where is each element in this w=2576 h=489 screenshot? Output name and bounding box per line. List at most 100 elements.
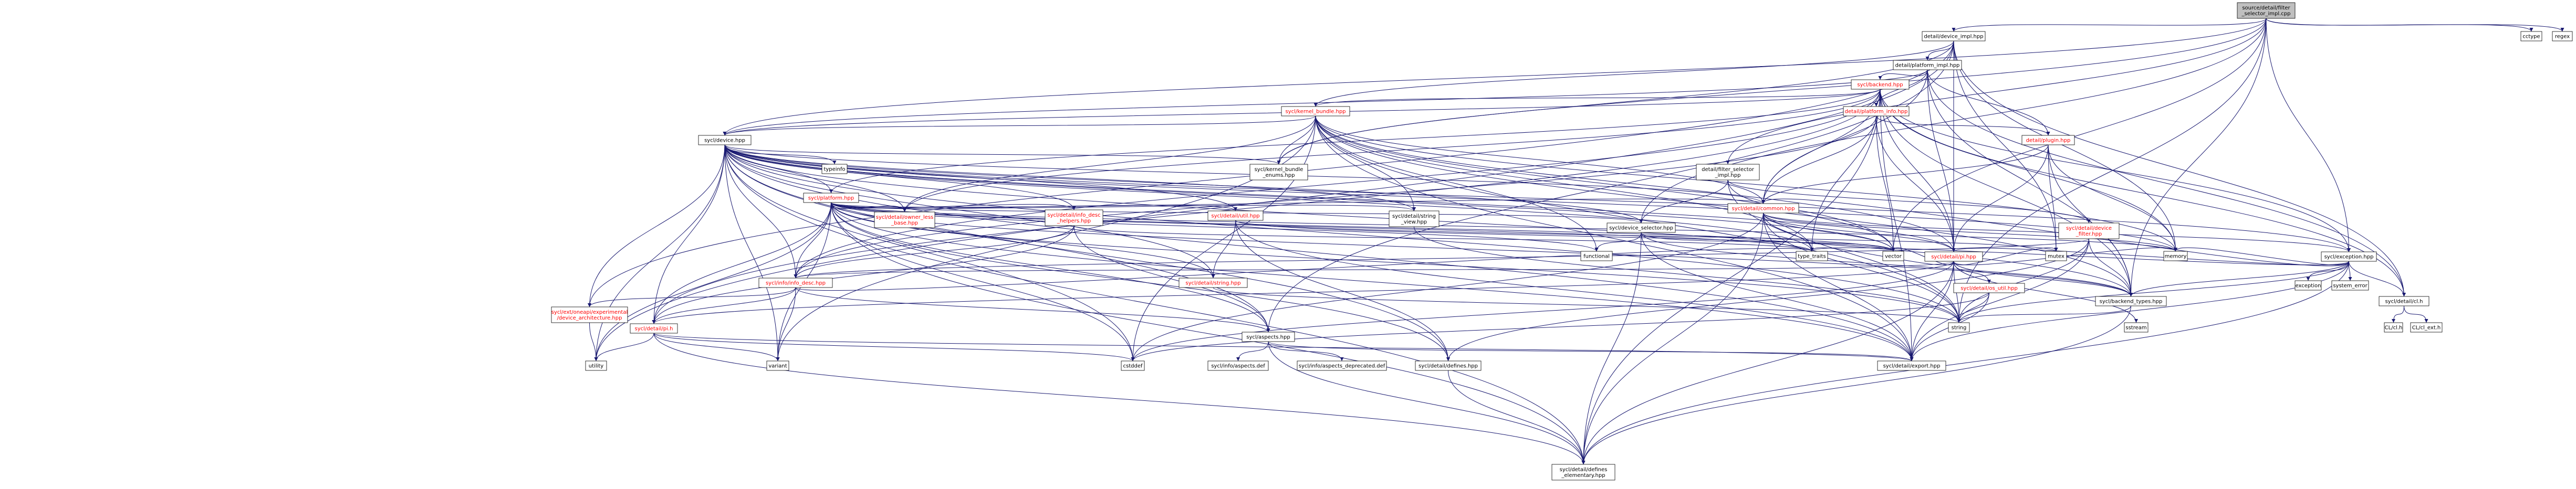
node-kernel_bundle_enums[interactable]: sycl/kernel_bundle_enums.hpp — [1249, 164, 1308, 180]
node-pi_h[interactable]: sycl/detail/pi.h — [630, 323, 678, 334]
node-box — [2520, 31, 2542, 41]
node-box — [874, 211, 935, 228]
edge-root-to-backend_types — [2129, 18, 2267, 297]
edges-layer — [588, 18, 2564, 465]
node-backend[interactable]: sycl/backend.hpp — [1851, 79, 1910, 90]
node-device[interactable]: sycl/device.hpp — [698, 135, 752, 145]
node-label: sycl/ext/oneapi/experimental — [551, 310, 628, 315]
node-exception[interactable]: sycl/exception.hpp — [2321, 251, 2377, 262]
node-info_desc_helpers[interactable]: sycl/detail/info_desc_helpers.hpp — [1045, 209, 1103, 226]
node-vector[interactable]: vector — [1882, 251, 1904, 261]
node-aspects[interactable]: sycl/aspects.hpp — [1242, 332, 1295, 342]
node-label: detail/filter_selector — [1702, 167, 1755, 173]
node-platform_impl[interactable]: detail/platform_impl.hpp — [1893, 60, 1962, 70]
node-box — [1551, 464, 1615, 481]
node-label: sycl/detail/device — [2066, 226, 2112, 231]
edge-backend_types-to-string — [1957, 305, 2131, 323]
edge-device-to-info_desc_helpers — [724, 144, 1076, 210]
node-backend_types[interactable]: sycl/backend_types.hpp — [2095, 296, 2167, 306]
edge-backend-to-type_traits — [1810, 89, 1881, 252]
edge-backend-to-pi_hpp — [1880, 89, 1956, 252]
node-typeinfo[interactable]: typeinfo — [821, 164, 848, 174]
edge-kernel_bundle-to-memory — [1315, 115, 2177, 252]
node-box — [1953, 283, 2025, 293]
node-string[interactable]: string — [1948, 322, 1970, 333]
node-common[interactable]: sycl/detail/common.hpp — [1727, 203, 1799, 214]
node-cl_cl_h[interactable]: CL/cl.h — [2384, 322, 2403, 333]
node-owneapi_device_arch[interactable]: sycl/ext/oneapi/experimental/device_arch… — [551, 306, 628, 323]
edge-device-to-vector — [724, 144, 1895, 252]
node-root[interactable]: source/detail/filter_selector_impl.cpp — [2237, 2, 2296, 19]
node-kernel_bundle[interactable]: sycl/kernel_bundle.hpp — [1281, 106, 1350, 116]
node-device_selector[interactable]: sycl/device_selector.hpp — [1607, 222, 1676, 233]
edge-platform-to-detail_string — [831, 202, 1215, 279]
node-variant[interactable]: variant — [766, 360, 789, 371]
node-pi_hpp[interactable]: sycl/detail/pi.hpp — [1924, 251, 1983, 262]
node-device_impl[interactable]: detail/device_impl.hpp — [1922, 31, 1986, 41]
edge-device-to-defines — [724, 144, 1450, 362]
node-label: _filter.hpp — [2076, 231, 2102, 237]
node-functional[interactable]: functional — [1580, 251, 1613, 261]
node-memory[interactable]: memory — [2163, 251, 2188, 261]
edge-platform_info-to-pi_hpp — [1876, 115, 1956, 252]
node-export[interactable]: sycl/detail/export.hpp — [1877, 360, 1946, 371]
edge-device-to-common — [724, 144, 1765, 204]
node-cl_h[interactable]: sycl/detail/cl.h — [2379, 296, 2429, 306]
edge-info_desc-to-pi_h — [652, 287, 796, 324]
node-label: sycl/detail/defines — [1560, 467, 1608, 473]
node-aspects_def[interactable]: sycl/info/aspects.def — [1207, 360, 1269, 371]
edge-info_desc_helpers-to-type_traits — [1073, 225, 1814, 252]
edge-util-to-defines — [1235, 220, 1450, 362]
node-cctype[interactable]: cctype — [2520, 31, 2542, 41]
edge-filter_selector_impl-to-device_filter — [1727, 179, 2091, 224]
node-label: sycl/detail/os_util.hpp — [1960, 286, 2018, 292]
edge-kernel_bundle-to-common — [1315, 115, 1765, 204]
node-aspects_deprecated_def[interactable]: sycl/info/aspects_deprecated.def — [1297, 360, 1387, 371]
edge-device-to-variant — [724, 144, 780, 362]
node-system_error[interactable]: system_error — [2331, 280, 2369, 291]
node-box — [1851, 79, 1910, 90]
node-utility[interactable]: utility — [585, 360, 607, 371]
edge-kernel_bundle-to-export — [1315, 115, 1914, 362]
node-box — [1121, 360, 1145, 371]
node-regex[interactable]: regex — [2552, 31, 2573, 41]
edge-pi_hpp-to-cstddef — [1131, 261, 1954, 362]
node-cstddef[interactable]: cstddef — [1121, 360, 1145, 371]
edge-plugin-to-mutex — [2048, 144, 2058, 252]
edge-cl_h-to-cl_cl_ext_h — [2404, 305, 2428, 323]
node-box — [758, 278, 833, 288]
node-os_util[interactable]: sycl/detail/os_util.hpp — [1953, 283, 2025, 293]
node-filter_selector_impl[interactable]: detail/filter_selector_impl.hpp — [1696, 164, 1760, 180]
edge-common-to-vector — [1763, 212, 1895, 252]
node-cl_cl_ext_h[interactable]: CL/cl_ext.h — [2410, 322, 2443, 333]
node-box — [2058, 222, 2120, 239]
node-label: utility — [589, 364, 604, 369]
edge-pi_hpp-to-vector — [1891, 247, 1954, 265]
edge-device-to-platform — [724, 144, 833, 194]
edge-info_desc-to-variant — [776, 287, 796, 362]
edge-pi_hpp-to-mutex — [1953, 247, 2058, 265]
node-exception_std[interactable]: exception — [2295, 280, 2322, 291]
edge-kernel_bundle-to-device — [723, 115, 1316, 136]
node-label: sstream — [2125, 325, 2146, 331]
node-type_traits[interactable]: type_traits — [1796, 251, 1828, 261]
node-owner_less_base[interactable]: sycl/detail/owner_less_base.hpp — [874, 211, 935, 228]
node-util[interactable]: sycl/detail/util.hpp — [1207, 210, 1264, 221]
node-label: sycl/aspects.hpp — [1246, 335, 1290, 341]
node-box — [2410, 322, 2443, 333]
node-box — [551, 306, 628, 323]
node-platform_info[interactable]: detail/platform_info.hpp — [1843, 106, 1910, 116]
node-detail_string[interactable]: sycl/detail/string.hpp — [1179, 278, 1248, 288]
node-defines_elementary[interactable]: sycl/detail/defines_elementary.hpp — [1551, 464, 1615, 481]
node-plugin[interactable]: detail/plugin.hpp — [2021, 135, 2075, 145]
node-box — [1207, 360, 1269, 371]
node-label: sycl/backend.hpp — [1857, 82, 1903, 88]
node-info_desc[interactable]: sycl/info/info_desc.hpp — [758, 278, 833, 288]
node-string_view[interactable]: sycl/detail/string_view.hpp — [1389, 210, 1440, 227]
node-platform[interactable]: sycl/platform.hpp — [803, 193, 859, 203]
node-mutex[interactable]: mutex — [2045, 251, 2067, 261]
node-sstream[interactable]: sstream — [2124, 322, 2149, 333]
edge-device-to-cstddef — [724, 144, 1135, 362]
node-defines[interactable]: sycl/detail/defines.hpp — [1415, 360, 1482, 371]
node-device_filter[interactable]: sycl/detail/device_filter.hpp — [2058, 222, 2120, 239]
